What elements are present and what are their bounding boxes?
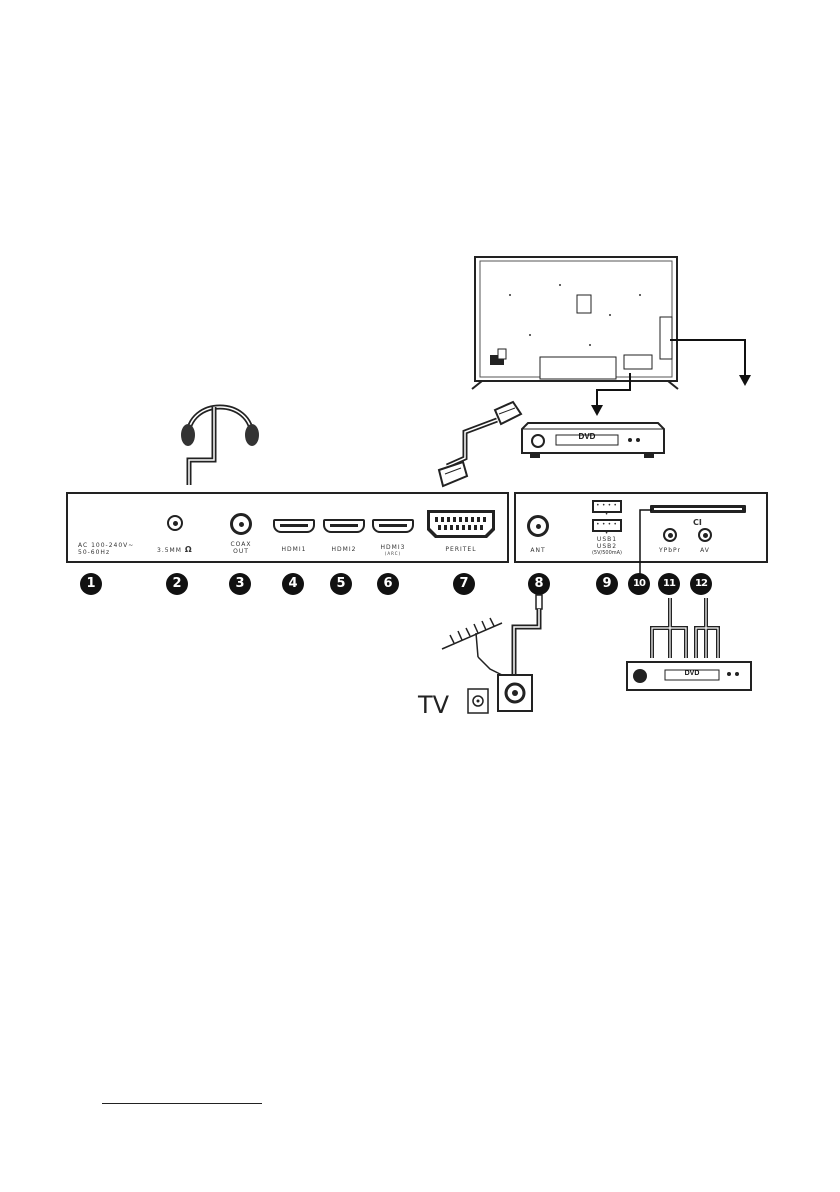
av-cables-icon (630, 598, 740, 668)
hdmi2-label: HDMI2 (323, 546, 365, 553)
coax-label-line1: COAX (226, 541, 256, 548)
callout-2: 2 (166, 573, 188, 595)
av-port[interactable] (698, 528, 712, 542)
tv-back-icon (470, 255, 770, 395)
callout-11: 11 (658, 573, 680, 595)
usb2-port[interactable]: • • • • • (592, 519, 622, 532)
hdmi3-label-text: HDMI3 (372, 544, 414, 551)
callout-1: 1 (80, 573, 102, 595)
power-label-line2: 50-60Hz (78, 549, 134, 556)
dvd-bottom-label: DVD (665, 670, 719, 677)
callout-3: 3 (229, 573, 251, 595)
hdmi3-label: HDMI3 (ARC) (372, 544, 414, 556)
scart-port[interactable] (425, 508, 497, 540)
dvd-top-label: DVD (556, 432, 618, 441)
callout-9: 9 (596, 573, 618, 595)
tv-socket-label: TV (418, 691, 449, 719)
usb-spec-label: (5V/500mA) (578, 550, 636, 556)
dvd-player-bottom-icon (625, 660, 755, 694)
callout-8: 8 (528, 573, 550, 595)
headphone-label-text: 3.5MM (157, 547, 182, 554)
hdmi3-port[interactable] (372, 519, 414, 533)
footnote-rule (102, 1103, 262, 1104)
hdmi1-port[interactable] (273, 519, 315, 533)
headphone-label: 3.5MM Ω (157, 545, 193, 554)
scart-label: PERITEL (425, 546, 497, 553)
callout-6: 6 (377, 573, 399, 595)
callout-12: 12 (690, 573, 712, 595)
ci-leader-line (630, 508, 654, 578)
ypbpr-port[interactable] (663, 528, 677, 542)
headphone-icon: Ω (185, 545, 193, 554)
usb1-port[interactable]: • • • • • (592, 500, 622, 513)
hdmi2-port[interactable] (323, 519, 365, 533)
usb-label-line2: USB2 (578, 543, 636, 550)
antenna-port[interactable] (527, 515, 549, 537)
scart-cable-icon (435, 400, 525, 492)
coax-out-port[interactable] (230, 513, 252, 535)
antenna-label: ANT (524, 547, 552, 554)
antenna-icon (440, 595, 550, 717)
ci-label: CI (693, 518, 702, 527)
ypbpr-label: YPbPr (657, 547, 683, 554)
coax-label: COAX OUT (226, 541, 256, 555)
power-label: AC 100-240V~ 50-60Hz (78, 542, 134, 556)
av-label: AV (695, 547, 715, 554)
hdmi1-label: HDMI1 (273, 546, 315, 553)
headphone-jack[interactable] (167, 515, 183, 531)
usb-label-line1: USB1 (578, 536, 636, 543)
hdmi3-sub-label: (ARC) (372, 551, 414, 556)
ci-slot[interactable] (650, 505, 746, 513)
usb-label: USB1 USB2 (5V/500mA) (578, 536, 636, 556)
coax-label-line2: OUT (226, 548, 256, 555)
callout-5: 5 (330, 573, 352, 595)
callout-4: 4 (282, 573, 304, 595)
headphones-icon (170, 385, 280, 490)
power-label-line1: AC 100-240V~ (78, 542, 134, 549)
callout-7: 7 (453, 573, 475, 595)
